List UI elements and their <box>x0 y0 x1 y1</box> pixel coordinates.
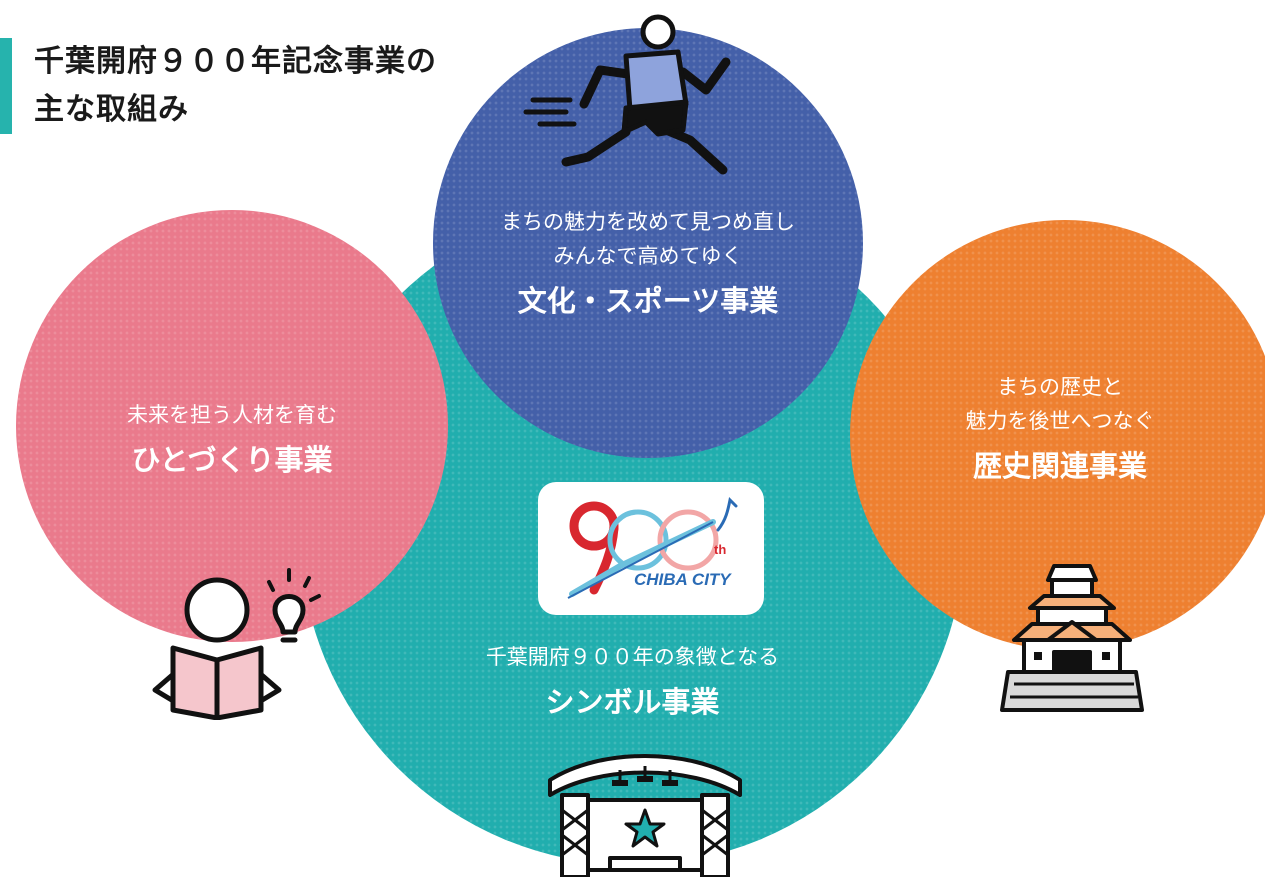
culture-text: まちの魅力を改めて見つめ直し みんなで高めてゆく 文化・スポーツ事業 <box>433 205 863 323</box>
people-name: ひとづくり事業 <box>131 443 333 477</box>
symbol-sub-1: 千葉開府９００年の象徴となる <box>485 645 780 669</box>
history-sub-2: 魅力を後世へつなぐ <box>965 409 1155 433</box>
people-circle <box>16 210 448 642</box>
symbol-name: シンボル事業 <box>545 685 720 719</box>
history-sub-1: まちの歴史と <box>997 375 1123 399</box>
culture-sub-2: みんなで高めてゆく <box>553 244 743 268</box>
page-title: 千葉開府９００年記念事業の 主な取組み <box>34 38 437 134</box>
logo-graphic: th <box>567 496 738 599</box>
reading-person-icon <box>152 568 321 720</box>
title-accent-bar <box>0 38 12 134</box>
culture-sub-1: まちの魅力を改めて見つめ直し <box>501 210 795 234</box>
title-line-1: 千葉開府９００年記念事業の <box>34 44 437 79</box>
culture-circle <box>433 28 863 458</box>
chiba-900th-logo: th CHIBA CITY <box>538 482 764 615</box>
title-line-2: 主な取組み <box>34 92 189 127</box>
culture-name: 文化・スポーツ事業 <box>517 284 779 318</box>
symbol-text: 千葉開府９００年の象徴となる シンボル事業 <box>300 640 965 724</box>
stage-icon <box>548 754 742 877</box>
history-text: まちの歴史と 魅力を後世へつなぐ 歴史関連事業 <box>850 370 1265 488</box>
people-text: 未来を担う人材を育む ひとづくり事業 <box>16 398 448 482</box>
history-name: 歴史関連事業 <box>972 449 1147 483</box>
castle-icon <box>1000 564 1144 712</box>
logo-superscript: th <box>714 542 726 557</box>
runner-icon <box>523 14 731 175</box>
people-sub-1: 未来を担う人材を育む <box>127 403 337 427</box>
logo-text: CHIBA CITY <box>634 570 731 589</box>
